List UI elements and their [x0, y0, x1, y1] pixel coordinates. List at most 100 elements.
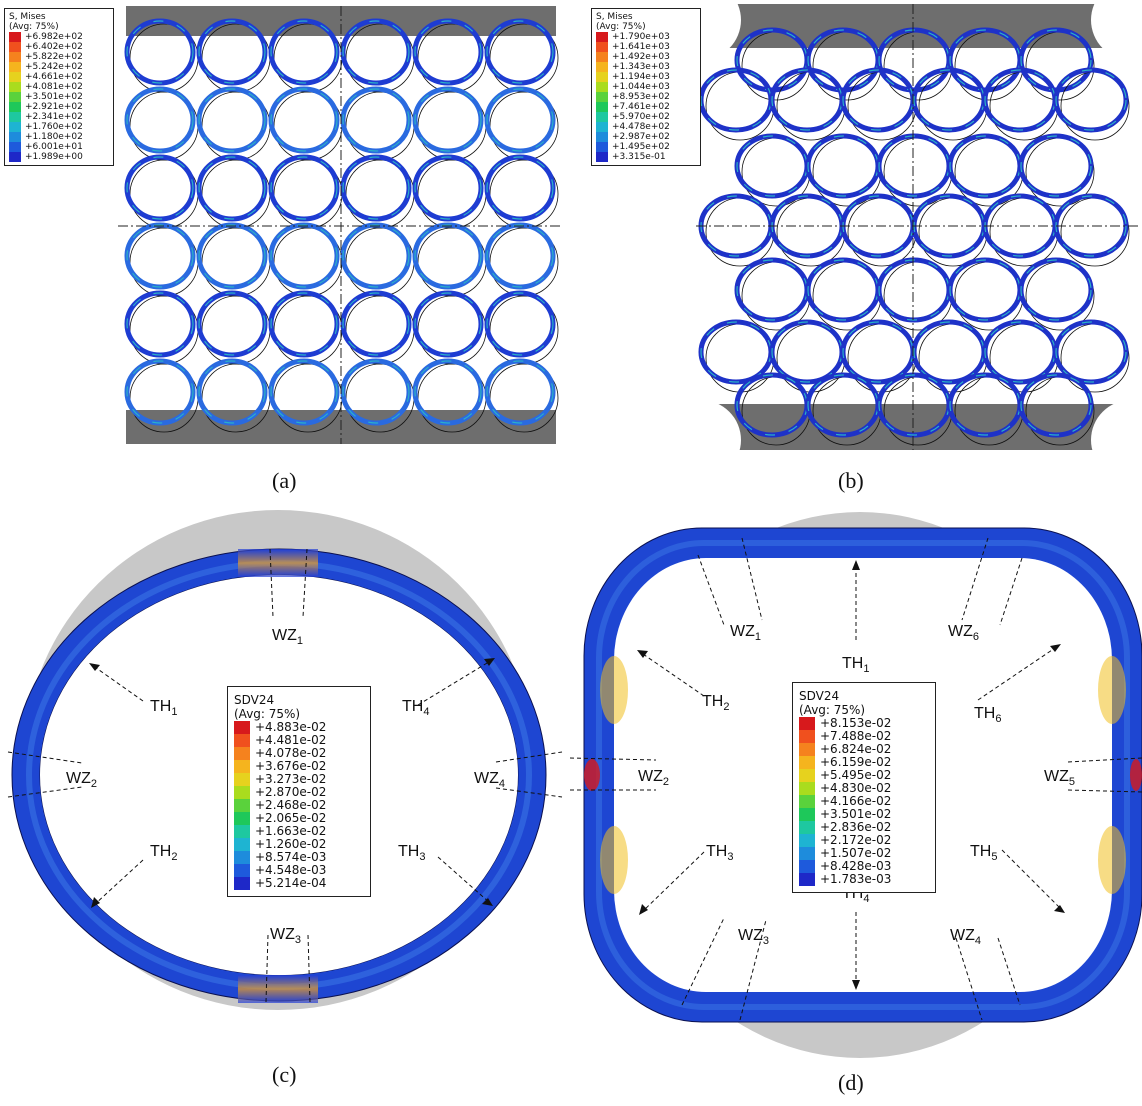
legend-entry: +6.402e+02	[9, 42, 109, 52]
ring-stress-band	[486, 156, 554, 220]
legend-entry: +1.989e+00	[9, 152, 109, 162]
legend-swatch	[596, 142, 608, 152]
ring-stress-band	[270, 292, 338, 356]
legend-entry: +2.836e-02	[799, 821, 929, 834]
legend-entry: +1.492e+03	[596, 52, 696, 62]
legend-swatch	[799, 847, 815, 860]
legend-value: +8.153e-02	[820, 716, 892, 730]
ring-stress-band	[126, 88, 194, 152]
legend-entry: +4.548e-03	[234, 864, 364, 877]
legend-entry: +1.760e+02	[9, 122, 109, 132]
legend-value: +8.428e-03	[820, 859, 892, 873]
ring-stress-band	[270, 20, 338, 84]
legend-swatch	[799, 769, 815, 782]
legend-swatch	[234, 760, 250, 773]
ring-stress-band	[342, 88, 410, 152]
ring-stress-band	[414, 360, 482, 424]
legend-swatch	[234, 799, 250, 812]
legend-entry: +8.574e-03	[234, 851, 364, 864]
ring-stress-band	[1055, 321, 1127, 383]
ring-stress-band	[342, 20, 410, 84]
legend-entry: +5.242e+02	[9, 62, 109, 72]
label-th3: TH3	[706, 843, 733, 863]
legend-swatch	[9, 32, 21, 42]
ring-stress-band	[342, 224, 410, 288]
legend-title: SDV24	[234, 693, 275, 707]
legend-swatch	[9, 92, 21, 102]
legend-swatch	[234, 786, 250, 799]
legend-entry: +1.044e+03	[596, 82, 696, 92]
legend-title: S, Mises	[596, 12, 633, 22]
legend-swatch	[234, 812, 250, 825]
legend-value: +6.001e+01	[25, 142, 83, 152]
ring-stress-band	[126, 360, 194, 424]
legend-swatch	[596, 92, 608, 102]
ring-stress-band	[486, 20, 554, 84]
legend-swatch	[234, 721, 250, 734]
legend-value: +4.883e-02	[255, 720, 327, 734]
legend-value: +3.501e+02	[25, 92, 83, 102]
ring-stress-band	[342, 292, 410, 356]
legend-swatch	[799, 808, 815, 821]
legend-swatch	[799, 873, 815, 886]
legend-value: +1.989e+00	[25, 152, 83, 162]
ring-stress-band	[270, 360, 338, 424]
legend-entry: +5.822e+02	[9, 52, 109, 62]
legend-entry: +4.166e-02	[799, 795, 929, 808]
legend-entry: +6.824e-02	[799, 743, 929, 756]
legend-entry: +8.153e-02	[799, 717, 929, 730]
legend-swatch	[234, 773, 250, 786]
legend-swatch	[799, 730, 815, 743]
legend-value: +5.495e-02	[820, 768, 892, 782]
legend-entry: +7.461e+02	[596, 102, 696, 112]
legend-entry: +4.661e+02	[9, 72, 109, 82]
legend-value: +2.870e-02	[255, 785, 327, 799]
label-wz4: WZ4	[950, 927, 981, 947]
legend-entry: +1.260e-02	[234, 838, 364, 851]
legend-entry: +8.428e-03	[799, 860, 929, 873]
ring-stress-band	[198, 360, 266, 424]
legend-swatch	[234, 851, 250, 864]
legend-entry: +4.883e-02	[234, 721, 364, 734]
ring-stress-band	[414, 156, 482, 220]
legend-swatch	[9, 72, 21, 82]
ring-stress-band	[126, 292, 194, 356]
legend-value: +1.507e-02	[820, 846, 892, 860]
legend-entry: +6.159e-02	[799, 756, 929, 769]
legend-value: +2.468e-02	[255, 798, 327, 812]
legend-swatch	[9, 42, 21, 52]
legend-swatch	[9, 52, 21, 62]
label-wz3: WZ3	[738, 927, 769, 947]
legend-value: +1.495e+02	[612, 142, 670, 152]
legend-value: +1.260e-02	[255, 837, 327, 851]
label-th2: TH2	[702, 693, 729, 713]
legend-swatch	[234, 864, 250, 877]
caption-b: (b)	[838, 468, 864, 493]
legend-entry: +1.495e+02	[596, 142, 696, 152]
legend-value: +8.574e-03	[255, 850, 327, 864]
legend-entry: +3.676e-02	[234, 760, 364, 773]
legend-value: +4.478e+02	[612, 122, 670, 132]
legend-swatch	[799, 782, 815, 795]
legend-subtitle: (Avg: 75%)	[596, 22, 646, 32]
legend-value: +7.461e+02	[612, 102, 670, 112]
ring-stress-band	[342, 360, 410, 424]
legend-entry: +3.315e-01	[596, 152, 696, 162]
ring-stress-band	[486, 292, 554, 356]
legend-swatch	[9, 122, 21, 132]
legend-value: +5.214e-04	[255, 876, 327, 890]
caption-a: (a)	[272, 468, 297, 493]
label-th1: TH1	[842, 655, 869, 675]
legend-value: +4.661e+02	[25, 72, 83, 82]
ring-stress-band	[342, 156, 410, 220]
ring-stress-band	[1020, 135, 1092, 197]
legend-entry: +1.343e+03	[596, 62, 696, 72]
legend-value: +1.663e-02	[255, 824, 327, 838]
legend-b: S, Mises (Avg: 75%) +1.790e+03+1.641e+03…	[591, 8, 701, 166]
legend-entry: +2.987e+02	[596, 132, 696, 142]
ring-stress-band	[198, 20, 266, 84]
legend-value: +5.242e+02	[25, 62, 83, 72]
ring-stress-band	[198, 224, 266, 288]
legend-entry: +4.830e-02	[799, 782, 929, 795]
ring-stress-band	[486, 224, 554, 288]
